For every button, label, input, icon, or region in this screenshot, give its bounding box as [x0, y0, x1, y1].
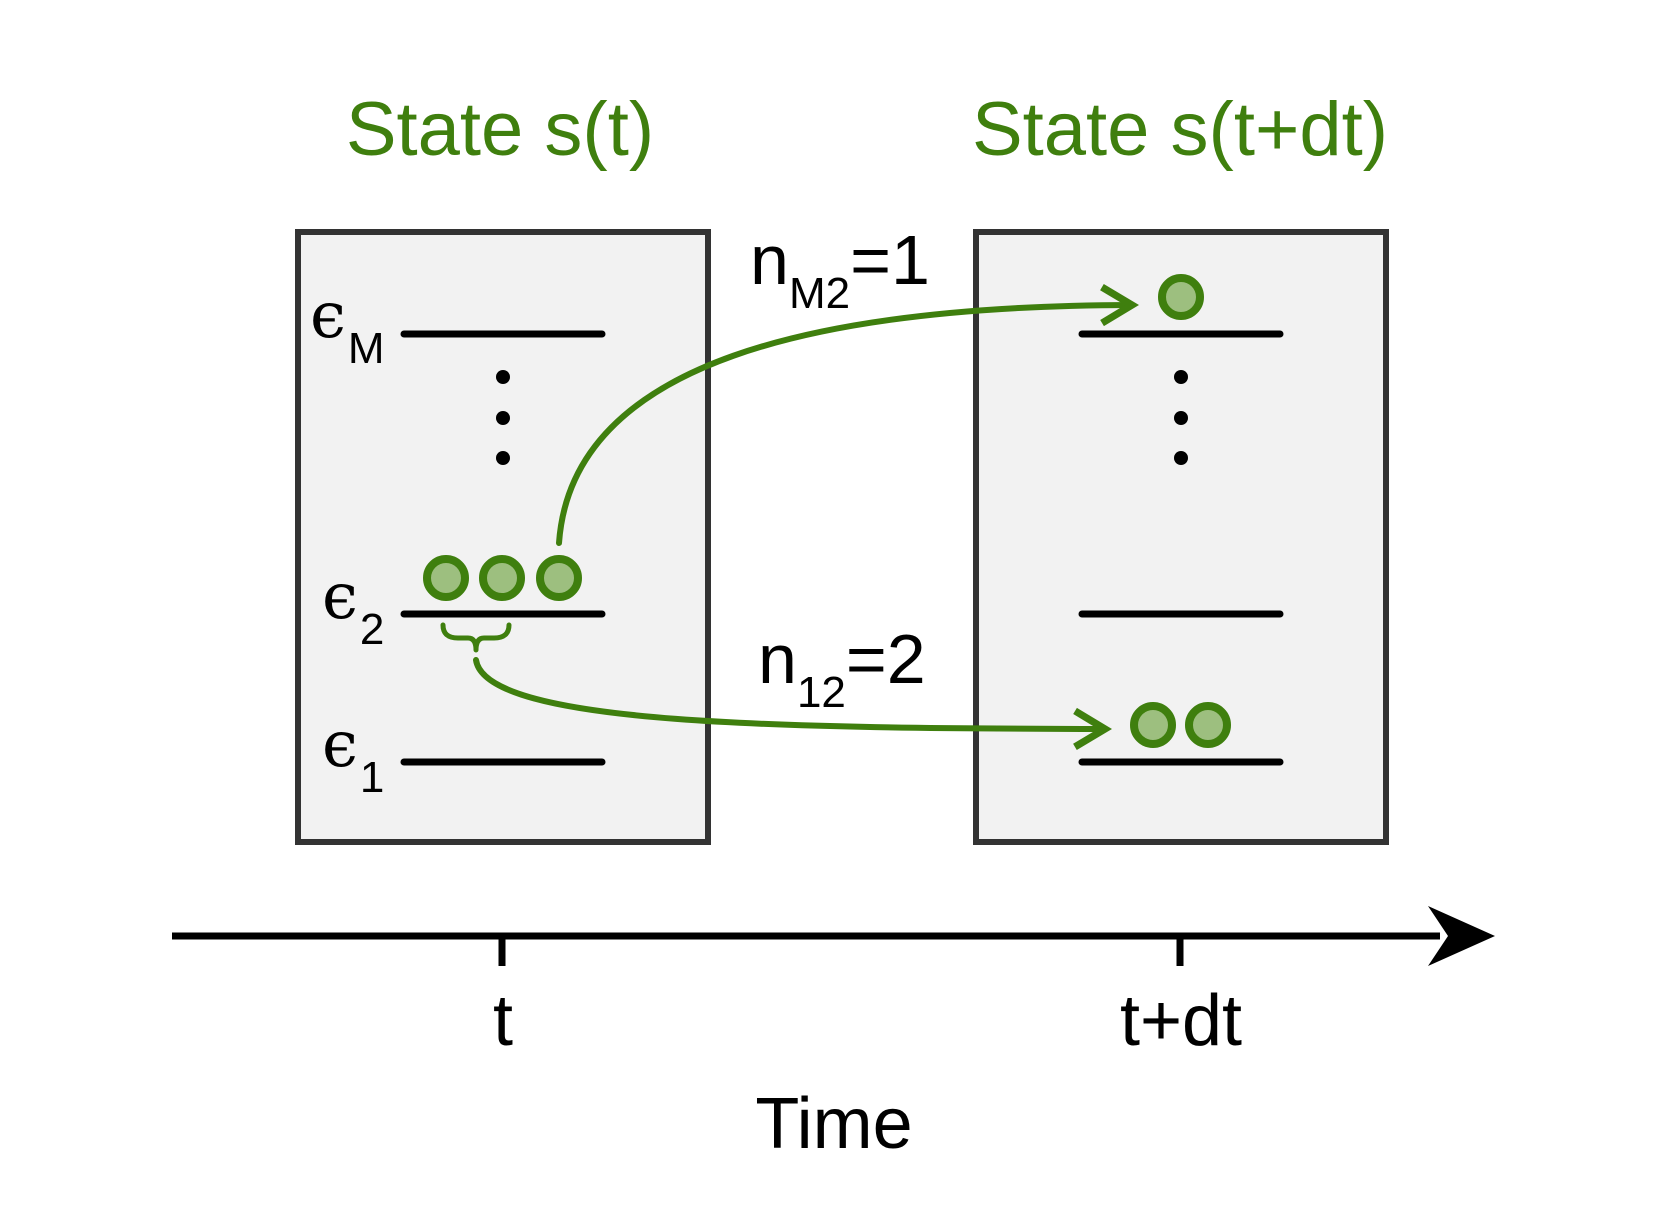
ellipsis-dot — [496, 411, 510, 425]
ellipsis-dot — [1174, 370, 1188, 384]
particle-left-level-2 — [423, 555, 469, 601]
ellipsis-dot — [496, 370, 510, 384]
level-label-1: ϵ1 — [322, 708, 384, 802]
time-axis-arrowhead — [1428, 906, 1495, 966]
transition-arrow-m2 — [556, 284, 1139, 546]
right-state-box — [973, 229, 1389, 845]
transition-label-12: n12=2 — [758, 620, 926, 717]
epsilon-symbol: ϵ — [310, 279, 346, 353]
ellipsis-dot — [496, 451, 510, 465]
transition-label-m2: nM2=1 — [750, 221, 930, 318]
level-label-2: ϵ2 — [322, 560, 384, 654]
ellipsis-dot — [1174, 451, 1188, 465]
level-subscript-1: 1 — [360, 753, 384, 802]
epsilon-symbol: ϵ — [322, 708, 358, 782]
level-label-m: ϵM — [310, 279, 385, 373]
particle-left-level-2 — [479, 555, 525, 601]
level-subscript-m: M — [348, 324, 385, 373]
particle-right-level-1 — [1130, 702, 1176, 748]
particle-group-brace — [440, 622, 512, 653]
time-axis-label: Time — [755, 1084, 912, 1164]
particle-left-level-2 — [536, 555, 582, 601]
right-state-title: State s(t+dt) — [972, 87, 1388, 172]
transition-arrow-12 — [473, 657, 1112, 750]
tick-label-tdt: t+dt — [1120, 981, 1242, 1061]
left-state-title: State s(t) — [346, 87, 654, 172]
epsilon-symbol: ϵ — [322, 560, 358, 634]
particle-right-level-m — [1158, 274, 1204, 320]
ellipsis-dot — [1174, 411, 1188, 425]
particle-right-level-1 — [1185, 702, 1231, 748]
tick-label-t: t — [493, 981, 513, 1061]
level-subscript-2: 2 — [360, 605, 384, 654]
